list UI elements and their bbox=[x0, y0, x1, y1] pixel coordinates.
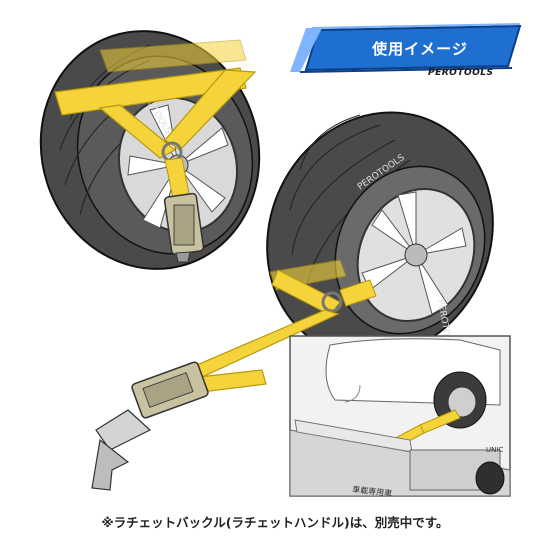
caption-note: ※ラチェットバックル(ラチェットハンドル)は、別売中です。 bbox=[101, 515, 449, 530]
inset-truck-label: 車載専用車 bbox=[352, 484, 393, 498]
strap-top-left bbox=[54, 39, 257, 263]
strap-right bbox=[91, 259, 377, 491]
ratchet-buckle-bottom bbox=[91, 361, 209, 491]
badge-brand: PEROTOOLS bbox=[428, 68, 494, 78]
usage-badge bbox=[290, 23, 522, 73]
ratchet-buckle-top bbox=[163, 192, 205, 263]
inset-truck-scene: UNIC 車載専用車 bbox=[289, 335, 511, 498]
inset-crane-brand: UNIC bbox=[486, 446, 503, 454]
badge-title: 使用イメージ bbox=[372, 40, 468, 58]
